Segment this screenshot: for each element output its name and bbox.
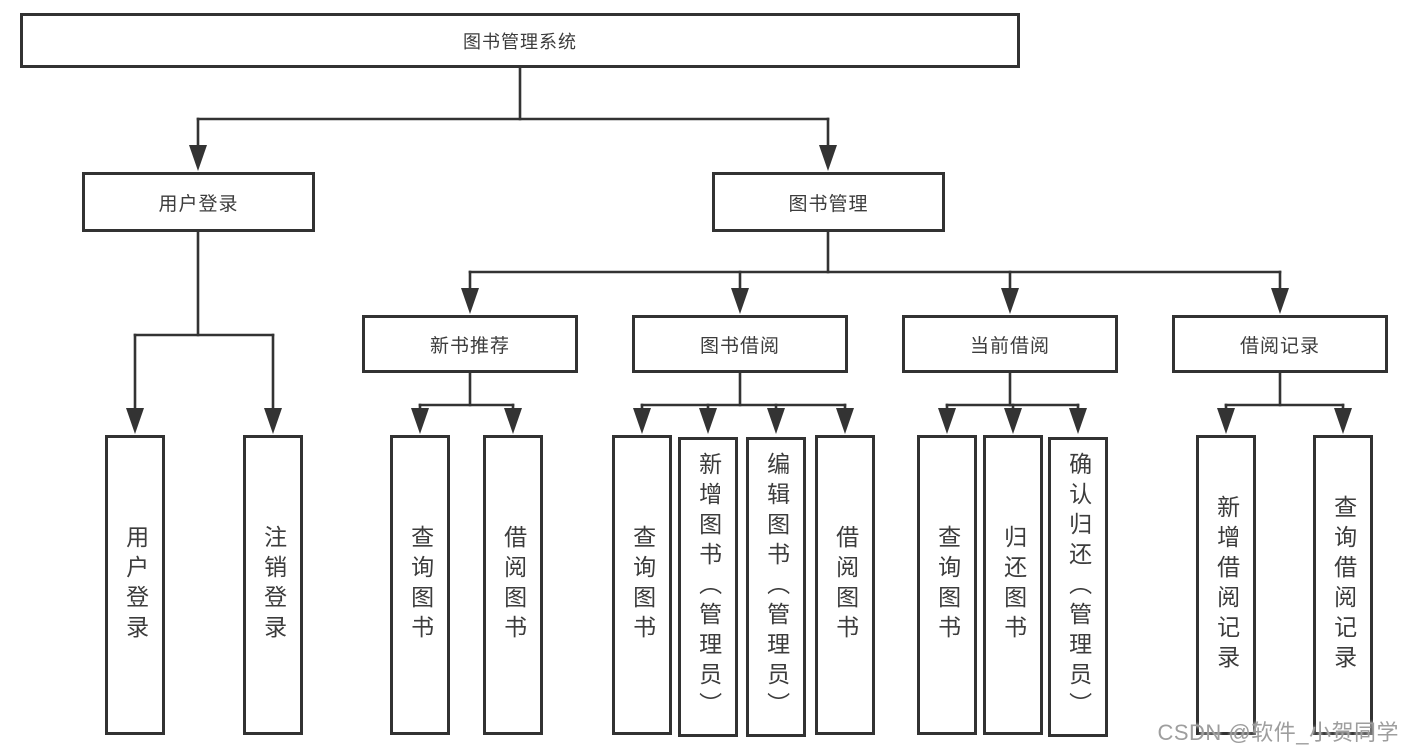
leaf-query-books-borrowing: 查询图书: [612, 435, 672, 735]
leaf-add-books-admin: 新增图书（管理员）: [678, 437, 738, 737]
node-new-book-recommendation: 新书推荐: [362, 315, 578, 373]
csdn-watermark: CSDN @软件_小贺同学: [1157, 720, 1399, 745]
node-user-login-branch: 用户登录: [82, 172, 315, 232]
arrowheads: [126, 145, 1352, 434]
leaf-add-borrow-record: 新增借阅记录: [1196, 435, 1256, 735]
leaf-return-books: 归还图书: [983, 435, 1043, 735]
leaf-user-login: 用户登录: [105, 435, 165, 735]
leaf-query-books-recommendation: 查询图书: [390, 435, 450, 735]
leaf-edit-books-admin: 编辑图书（管理员）: [746, 437, 806, 737]
leaf-query-books-current: 查询图书: [917, 435, 977, 735]
node-borrowing-records: 借阅记录: [1172, 315, 1388, 373]
leaf-confirm-return-admin: 确认归还（管理员）: [1048, 437, 1108, 737]
node-current-borrowing: 当前借阅: [902, 315, 1118, 373]
leaf-borrow-books-borrowing: 借阅图书: [815, 435, 875, 735]
node-book-management-branch: 图书管理: [712, 172, 945, 232]
node-library-management-system: 图书管理系统: [20, 13, 1020, 68]
leaf-logout: 注销登录: [243, 435, 303, 735]
node-book-borrowing: 图书借阅: [632, 315, 848, 373]
leaf-borrow-books-recommendation: 借阅图书: [483, 435, 543, 735]
leaf-query-borrow-record: 查询借阅记录: [1313, 435, 1373, 735]
